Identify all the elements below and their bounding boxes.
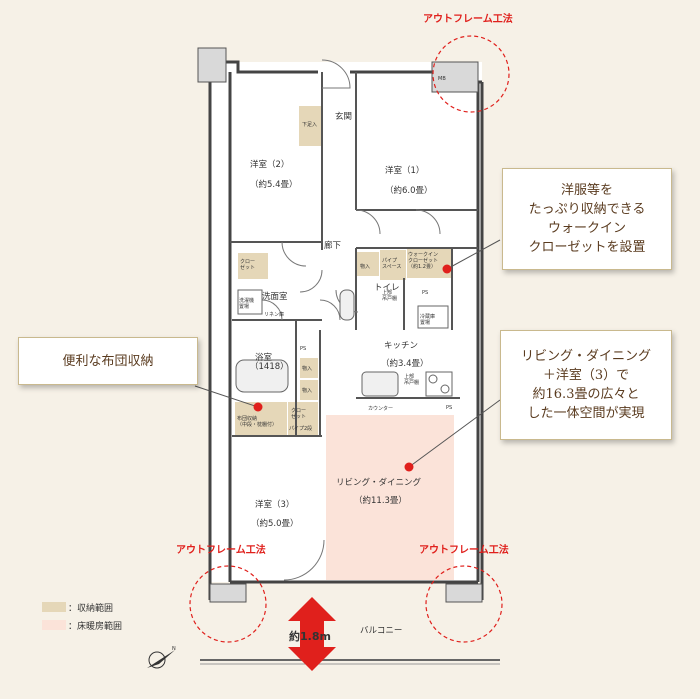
legend-heating-swatch bbox=[42, 620, 66, 630]
wic-label: ウォークインクローゼット（約1.2畳） bbox=[408, 251, 438, 270]
callout-wic: 洋服等を たっぷり収納できる ウォークイン クローゼットを設置 bbox=[502, 168, 672, 270]
pipe-rod-label: パイプ2段 bbox=[289, 425, 312, 432]
legend: ：収納範囲 ：床暖房範囲 bbox=[42, 602, 122, 632]
storage-label-3: 物入 bbox=[302, 387, 312, 394]
room-western2-size: （約5.4畳） bbox=[250, 179, 298, 190]
room-washroom: 洗面室 bbox=[262, 291, 288, 302]
room-western3-name: 洋室（3） bbox=[255, 499, 294, 510]
column-left bbox=[209, 583, 247, 603]
fridge-label: 冷蔵庫置場 bbox=[420, 313, 435, 326]
legend-storage-text: ：収納範囲 bbox=[68, 602, 113, 614]
column-right bbox=[445, 583, 483, 603]
closet-label-2: クローゼット bbox=[291, 408, 306, 420]
room-corridor: 廊下 bbox=[324, 240, 342, 251]
room-western2-name: 洋室（2） bbox=[250, 159, 289, 170]
linen-label: リネン庫 bbox=[264, 311, 284, 318]
futon-label: 布団収納（中段・枕棚付） bbox=[237, 415, 277, 428]
upper-cabinet-label-2: 上部吊戸棚 bbox=[404, 373, 419, 386]
counter-label: カウンター bbox=[368, 405, 393, 412]
room-western1-name: 洋室（1） bbox=[385, 165, 424, 176]
ps-label-2: PS bbox=[422, 290, 428, 296]
mb-label: MB bbox=[438, 76, 446, 82]
room-western3-size: （約5.0畳） bbox=[251, 518, 299, 529]
compass-icon: N bbox=[147, 646, 176, 669]
room-kitchen-size: （約3.4畳） bbox=[381, 358, 429, 369]
stove bbox=[425, 371, 453, 397]
column-top-left bbox=[197, 47, 227, 83]
legend-storage-swatch bbox=[42, 602, 66, 612]
outframe-label-right: アウトフレーム工法 bbox=[419, 543, 509, 556]
washer-label: 洗濯機置場 bbox=[239, 297, 254, 310]
fridge-space bbox=[417, 305, 449, 329]
ps-label-3: PS bbox=[446, 405, 452, 411]
room-living-name: リビング・ダイニング bbox=[336, 477, 422, 488]
legend-heating-text: ：床暖房範囲 bbox=[68, 620, 122, 632]
room-kitchen-name: キッチン bbox=[384, 341, 418, 351]
callout-markers bbox=[253, 264, 452, 472]
balcony-depth-arrow bbox=[288, 597, 336, 671]
washer-space bbox=[237, 289, 263, 315]
shoe-box-label: 下足入 bbox=[302, 122, 317, 128]
walls bbox=[208, 60, 484, 600]
storage-label-2: 物入 bbox=[302, 365, 312, 372]
kitchen-sink bbox=[361, 371, 399, 397]
outframe-circles bbox=[189, 35, 510, 643]
balcony-label: バルコニー bbox=[360, 626, 402, 636]
outframe-label-top: アウトフレーム工法 bbox=[423, 12, 513, 25]
room-bath-name: 浴室 bbox=[255, 352, 273, 363]
room-bath-size: （1418） bbox=[250, 361, 289, 372]
toilet bbox=[339, 289, 355, 321]
room-western1-size: （約6.0畳） bbox=[385, 185, 433, 196]
svg-text:N: N bbox=[172, 646, 176, 652]
callout-wic-text: 洋服等を たっぷり収納できる ウォークイン クローゼットを設置 bbox=[528, 183, 646, 255]
burner-2 bbox=[440, 384, 450, 394]
floor-heating-area bbox=[326, 415, 454, 580]
bathtub bbox=[235, 359, 289, 393]
room-entrance: 玄関 bbox=[335, 111, 352, 122]
callout-futon-text: 便利な布団収納 bbox=[62, 353, 154, 369]
pipe-space-label: パイプスペース bbox=[382, 258, 401, 270]
mb-column: MB bbox=[431, 61, 479, 93]
outframe-label-left: アウトフレーム工法 bbox=[176, 543, 266, 556]
callout-living-text: リビング・ダイニング ＋洋室（3）で 約16.3畳の広々と した一体空間が実現 bbox=[520, 349, 651, 421]
closet-label: クローゼット bbox=[240, 259, 255, 271]
callout-leaders bbox=[194, 239, 501, 468]
room-living-size: （約11.3畳） bbox=[354, 495, 407, 506]
storage-label: 物入 bbox=[360, 263, 370, 270]
upper-cabinet-label: 上部吊戸棚 bbox=[382, 289, 397, 302]
room-toilet: トイレ bbox=[374, 283, 400, 293]
ps-label-1: PS bbox=[300, 346, 306, 352]
balcony-depth-label: 約1.8m bbox=[289, 629, 331, 643]
callout-living: リビング・ダイニング ＋洋室（3）で 約16.3畳の広々と した一体空間が実現 bbox=[500, 330, 672, 440]
burner-1 bbox=[428, 374, 438, 384]
callout-futon: 便利な布団収納 bbox=[18, 337, 198, 385]
interior-walls bbox=[230, 72, 478, 437]
